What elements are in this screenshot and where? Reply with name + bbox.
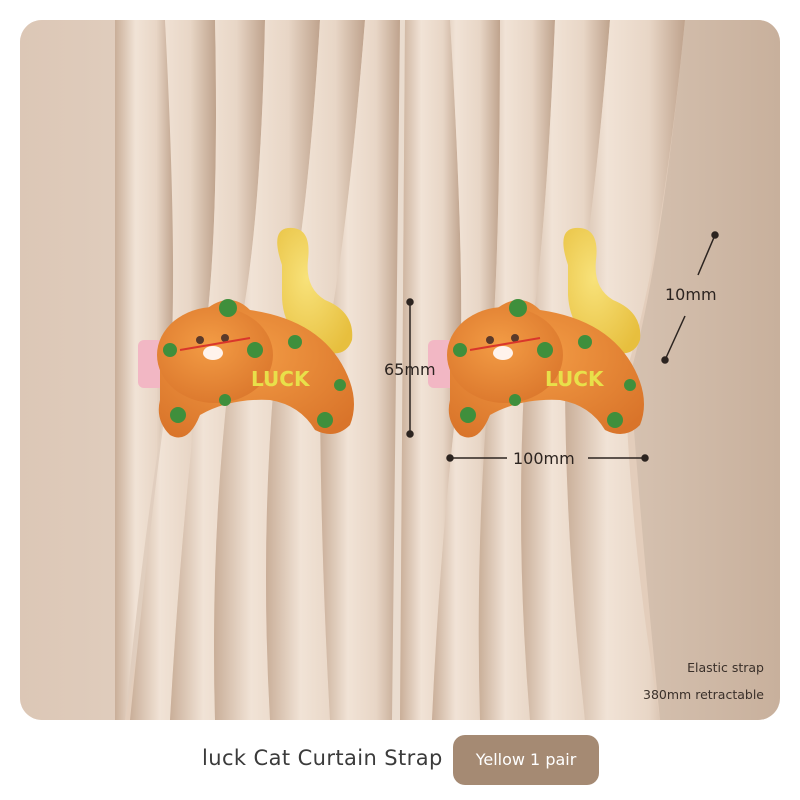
luck-embroidery-left: LUCK bbox=[251, 367, 311, 391]
tail-dimension-line bbox=[661, 231, 719, 364]
width-dimension-label: 100mm bbox=[513, 449, 575, 468]
tail-dimension-label: 10mm bbox=[665, 285, 717, 304]
cat-tieback-right: LUCK bbox=[428, 227, 644, 438]
width-dimension-line bbox=[446, 454, 649, 462]
cat-tieback-left: LUCK bbox=[138, 227, 354, 438]
curtain-scene: LUCK LUCK bbox=[20, 20, 780, 720]
spec-retractable-length: 380mm retractable bbox=[643, 687, 764, 702]
luck-embroidery-right: LUCK bbox=[545, 367, 605, 391]
product-photo: LUCK LUCK bbox=[20, 20, 780, 720]
product-info-bar: luck Cat Curtain Strap Yellow 1 pair bbox=[0, 720, 800, 800]
height-dimension-label: 65mm bbox=[384, 360, 436, 379]
curtain-right bbox=[400, 20, 685, 720]
cat-tail-left bbox=[277, 227, 353, 354]
spec-elastic-strap: Elastic strap bbox=[687, 660, 764, 675]
height-dimension-line bbox=[406, 298, 414, 438]
variant-badge[interactable]: Yellow 1 pair bbox=[453, 735, 599, 785]
product-title: luck Cat Curtain Strap bbox=[202, 746, 443, 770]
